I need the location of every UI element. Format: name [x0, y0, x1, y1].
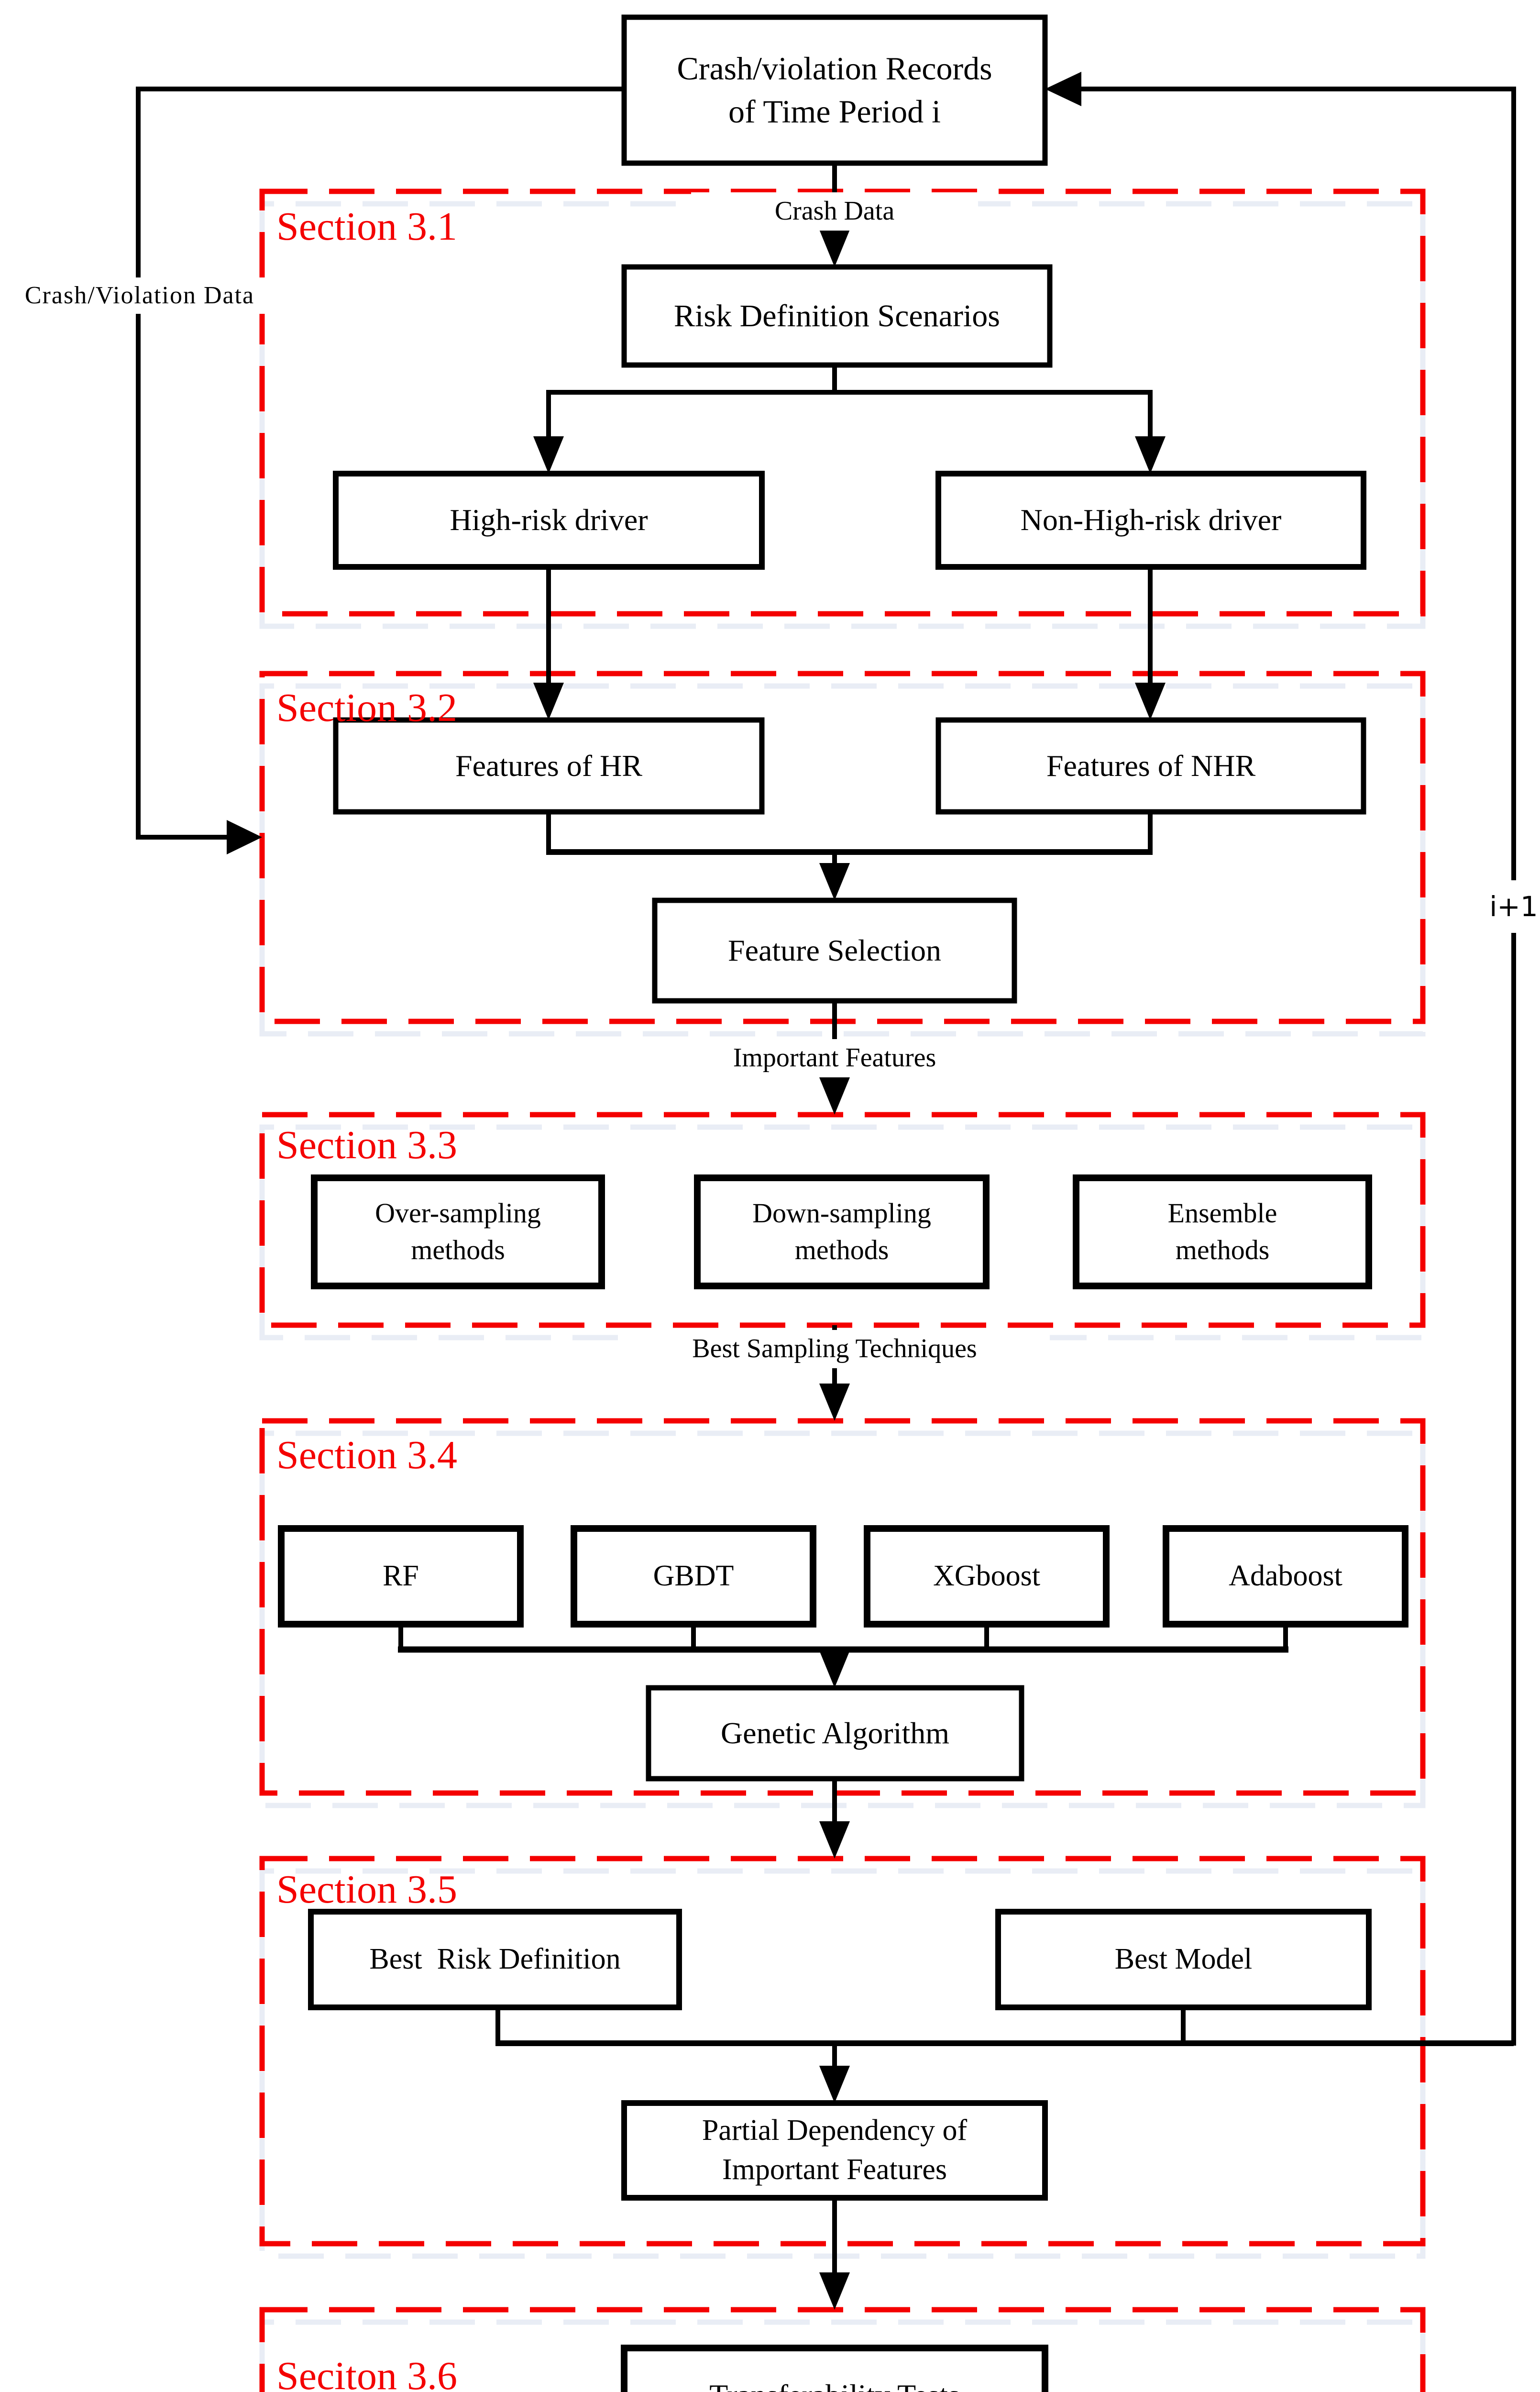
node-brd-label: Best Risk Definition — [369, 1943, 621, 1976]
node-oversampling-box — [311, 1174, 605, 1289]
arrowhead-into-fhr — [533, 683, 564, 720]
node-ensemble-line1: Ensemble — [1167, 1197, 1277, 1229]
arrowhead-into-pd — [819, 2066, 850, 2103]
node-rf-label: RF — [383, 1560, 419, 1593]
section-3-3-border — [259, 1112, 1426, 1328]
node-brd-box — [308, 1909, 682, 2010]
node-fs-label: Feature Selection — [727, 933, 942, 967]
arrowhead-into-fs — [819, 863, 850, 900]
node-ensemble-line2: methods — [1175, 1234, 1270, 1265]
section-3-6-border — [259, 2307, 1426, 2392]
node-pd-line1: Partial Dependency of — [702, 2114, 968, 2147]
node-risk-label: Risk Definition Scenarios — [674, 298, 1000, 333]
node-hr-label: High-risk driver — [450, 503, 648, 537]
node-ga-box — [646, 1685, 1024, 1782]
node-gbdt-label: GBDT — [653, 1560, 734, 1593]
node-downsampling-line2: methods — [794, 1234, 889, 1265]
node-ga-label: Genetic Algorithm — [720, 1716, 950, 1750]
arrowhead-feedback-into-records — [1045, 72, 1081, 106]
node-xgboost-box — [864, 1525, 1110, 1628]
node-tt-box — [621, 2345, 1048, 2392]
node-tt-label: Transferability Tests — [624, 2348, 1045, 2392]
edge-label-best-sampling-techniques: Best Sampling Techniques — [619, 1330, 1050, 1368]
node-risk-box — [621, 264, 1053, 368]
node-records-label: Crash/violation Records of Time Period i — [624, 17, 1045, 163]
node-downsampling-label: Down-sampling methods — [697, 1178, 986, 1286]
node-downsampling-line1: Down-sampling — [752, 1197, 931, 1229]
node-pd-label: Partial Dependency of Important Features — [624, 2103, 1045, 2198]
arrowhead-into-hr — [533, 436, 564, 474]
node-bm-label: Best Model — [1114, 1943, 1253, 1976]
node-pd-line2: Important Features — [722, 2153, 947, 2186]
node-bm-box — [995, 1909, 1372, 2010]
node-rf-box — [278, 1525, 524, 1628]
node-ensemble-box — [1073, 1174, 1372, 1289]
node-xgboost-label: XGboost — [933, 1560, 1040, 1593]
node-hr-box — [333, 471, 765, 570]
node-oversampling-label: Over-sampling methods — [314, 1178, 602, 1286]
node-downsampling-box — [694, 1174, 990, 1289]
node-records-box — [621, 14, 1048, 166]
node-ensemble-label: Ensemble methods — [1076, 1178, 1369, 1286]
edge-label-crash-data: Crash Data — [691, 192, 978, 231]
section-3-3-label: Section 3.3 — [276, 1123, 457, 1167]
section-3-4-border — [259, 1418, 1426, 1796]
arrowhead-into-s35 — [819, 1821, 850, 1859]
node-records-line2: of Time Period i — [728, 93, 941, 130]
node-fhr-label: Features of HR — [455, 748, 643, 783]
edge-label-iteration-i-plus-1: i+1 — [1478, 880, 1540, 933]
arrowhead-into-nhr — [1135, 436, 1166, 474]
node-nhr-box — [935, 471, 1366, 570]
arrowhead-into-s33 — [819, 1077, 850, 1115]
section-3-5-border — [259, 1856, 1426, 2247]
section-3-5-label: Section 3.5 — [276, 1867, 457, 1912]
node-nhr-label: Non-High-risk driver — [1020, 503, 1282, 537]
node-records-line1: Crash/violation Records — [677, 50, 992, 87]
edge-label-crash-violation-data: Crash/Violation Data — [6, 277, 274, 314]
section-3-2-border — [259, 671, 1426, 1024]
section-3-1-border — [259, 188, 1426, 617]
section-3-2-label: Section 3.2 — [276, 686, 457, 730]
section-3-4-label: Section 3.4 — [276, 1433, 457, 1477]
section-3-6-label: Seciton 3.6 — [276, 2354, 457, 2392]
arrowhead-into-s34 — [819, 1384, 850, 1421]
node-fnhr-box — [935, 717, 1366, 815]
arrowhead-into-ga — [819, 1650, 850, 1688]
node-oversampling-line2: methods — [411, 1234, 505, 1265]
node-pd-box — [621, 2100, 1048, 2201]
node-adaboost-box — [1163, 1525, 1408, 1628]
node-fhr-box — [333, 717, 765, 815]
node-fnhr-label: Features of NHR — [1046, 748, 1256, 783]
arrowhead-into-risk — [819, 230, 850, 267]
node-oversampling-line1: Over-sampling — [375, 1197, 541, 1229]
arrowhead-into-fnhr — [1135, 683, 1166, 720]
node-gbdt-box — [571, 1525, 816, 1628]
arrowhead-into-s36 — [819, 2272, 850, 2310]
section-3-1-label: Section 3.1 — [276, 204, 457, 249]
edge-label-important-features: Important Features — [667, 1039, 1002, 1077]
arrowhead-left-into-s32 — [227, 820, 262, 854]
node-fs-box — [652, 897, 1017, 1004]
node-adaboost-label: Adaboost — [1229, 1560, 1342, 1593]
